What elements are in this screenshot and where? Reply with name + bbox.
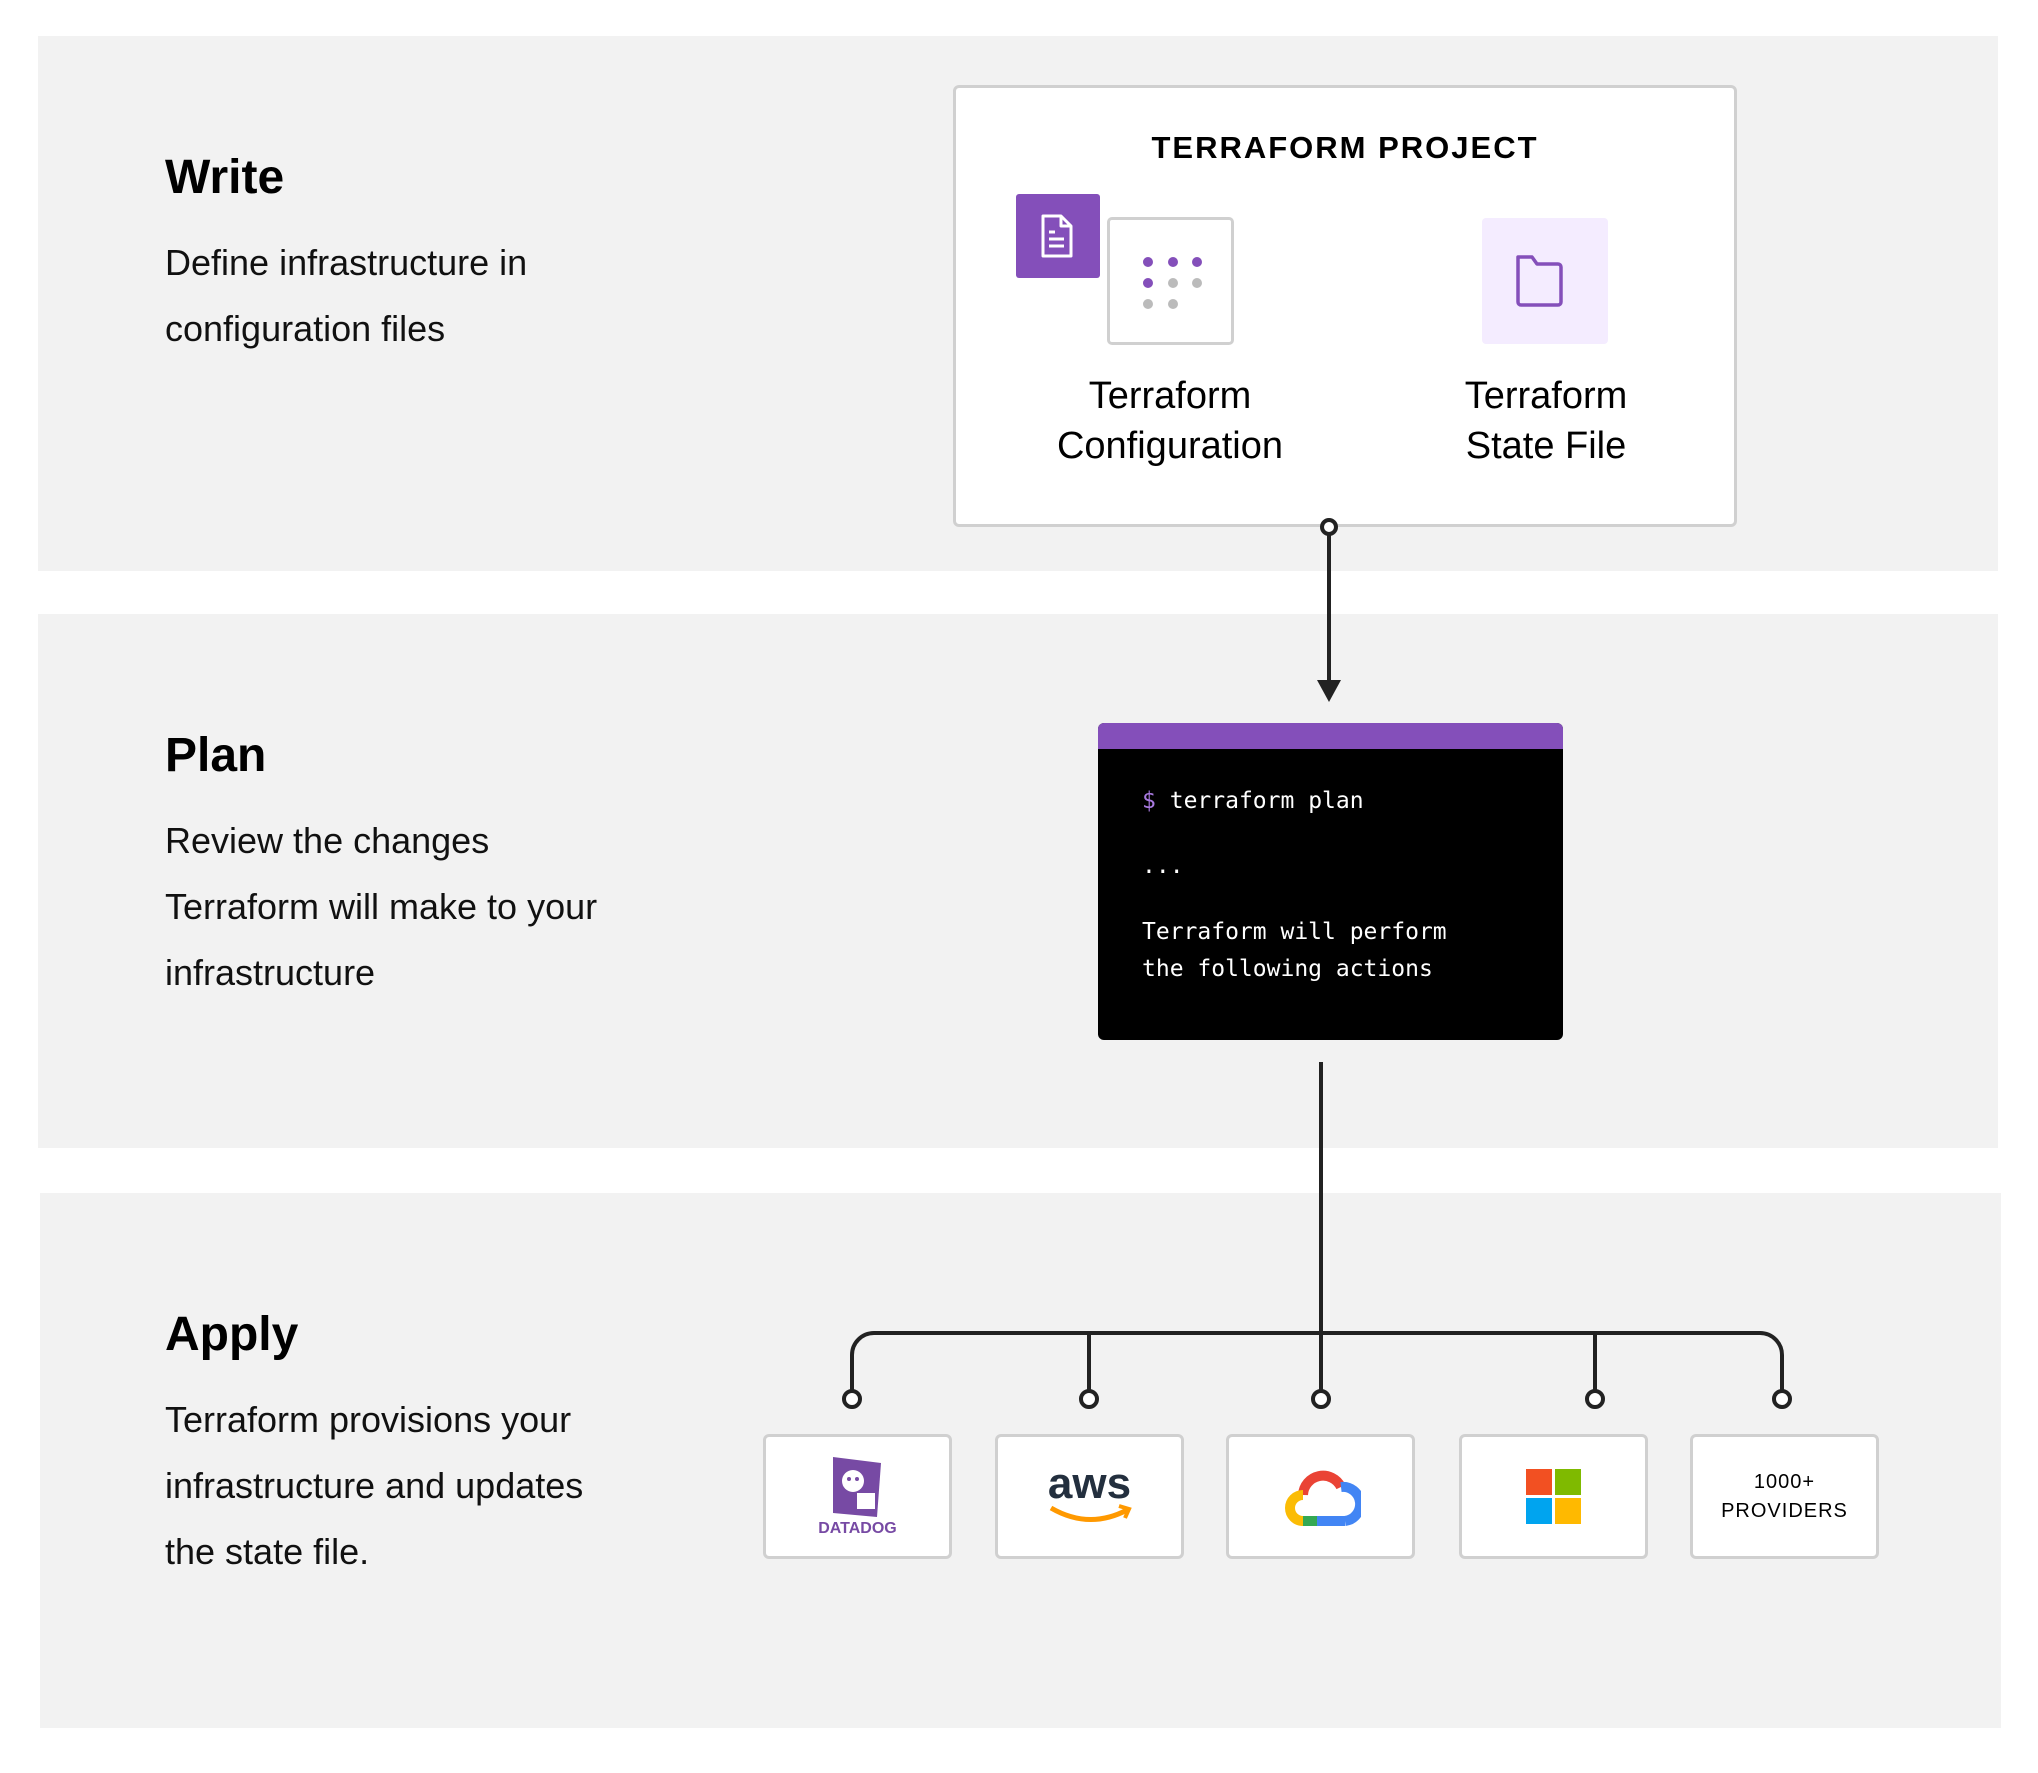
provider-more: 1000+ PROVIDERS (1690, 1434, 1879, 1559)
plan-description: Review the changes Terraform will make t… (165, 820, 598, 993)
provider-microsoft (1459, 1434, 1648, 1559)
apply-description: Terraform provisions your infrastructure… (165, 1399, 584, 1572)
terminal-window: $ terraform plan ... Terraform will perf… (1098, 723, 1563, 1040)
terraform-project-box: TERRAFORM PROJECT Terraform Configuratio… (953, 85, 1737, 527)
provider-datadog: DATADOG (763, 1434, 952, 1559)
folder-icon (1482, 218, 1608, 344)
datadog-wordmark: DATADOG (818, 1520, 897, 1537)
datadog-logo: DATADOG (818, 1455, 897, 1538)
config-label-line1: Terraform (1088, 375, 1252, 417)
dots-icon (1143, 257, 1202, 309)
write-title: Write (165, 151, 285, 204)
amazon-smile-icon (1049, 1504, 1132, 1522)
aws-logo: aws (1047, 1459, 1133, 1529)
providers-count: 1000+ (1753, 1470, 1816, 1493)
config-back-card (1107, 217, 1234, 345)
plan-panel (38, 614, 1998, 1148)
terminal-title-bar (1098, 723, 1563, 749)
terminal-output-2: the following actions (1142, 956, 1433, 982)
provider-aws: aws (995, 1434, 1184, 1559)
command-text: terraform plan (1169, 788, 1364, 814)
google-cloud-icon (1284, 1470, 1361, 1526)
providers-label: PROVIDERS (1721, 1499, 1848, 1522)
plan-title: Plan (165, 729, 267, 782)
project-title: TERRAFORM PROJECT (1151, 130, 1539, 165)
config-label-line2: Configuration (1056, 425, 1284, 467)
prompt-symbol: $ (1142, 788, 1156, 814)
state-label-line1: Terraform (1464, 375, 1628, 417)
datadog-dog-icon (833, 1457, 882, 1517)
terminal-output-1: Terraform will perform (1142, 919, 1447, 945)
state-label: Terraform State File (1386, 371, 1706, 471)
apply-title: Apply (165, 1308, 299, 1361)
config-label: Terraform Configuration (1010, 371, 1330, 471)
aws-wordmark: aws (1047, 1459, 1132, 1508)
terminal-command-line: $ terraform plan (1142, 788, 1364, 814)
microsoft-logo-icon (1525, 1468, 1581, 1524)
terminal-ellipsis: ... (1142, 853, 1184, 879)
document-icon (1016, 194, 1100, 278)
write-description: Define infrastructure in configuration f… (165, 242, 528, 349)
provider-google-cloud (1226, 1434, 1415, 1559)
state-label-line2: State File (1465, 425, 1627, 467)
